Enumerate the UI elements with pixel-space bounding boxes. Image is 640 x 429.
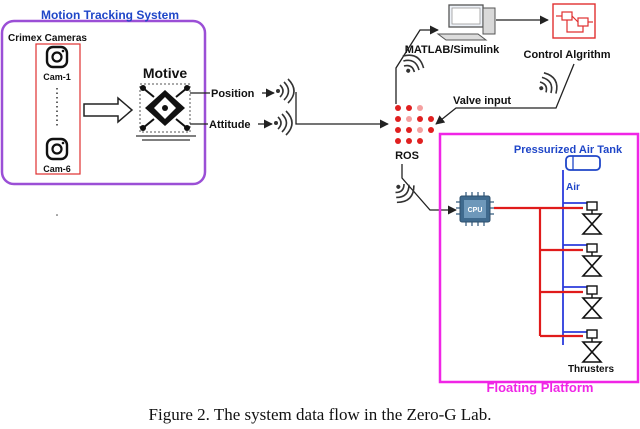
control-wires [494, 206, 583, 338]
cam-first-label: Cam-1 [43, 72, 71, 82]
thruster-valve-icon [582, 243, 602, 277]
thrusters-label: Thrusters [568, 364, 615, 375]
thruster-valve-icon [582, 201, 602, 235]
control-diagram-icon [552, 3, 596, 39]
computer-icon [436, 4, 496, 41]
motion-tracking-system: Motion Tracking System Crimex Cameras Ca… [0, 8, 207, 186]
air-label: Air [566, 182, 580, 193]
cpu-label: CPU [468, 207, 483, 214]
floating-platform: Floating Platform Pressurized Air Tank A… [438, 132, 640, 395]
thruster-valve-icon [582, 329, 602, 363]
motive-logo-icon [140, 85, 190, 131]
motion-system-border [0, 19, 207, 186]
position-label: Position [211, 88, 255, 100]
stray-dot [56, 214, 58, 216]
motion-system-title: Motion Tracking System [41, 8, 179, 22]
air-tank-icon [565, 155, 601, 171]
attitude-label: Attitude [209, 119, 251, 131]
wireless-icon [273, 110, 293, 136]
cam-last-label: Cam-6 [43, 164, 71, 174]
platform-border [438, 132, 640, 384]
matlab-label: MATLAB/Simulink [405, 44, 500, 56]
tank-label: Pressurized Air Tank [514, 144, 623, 156]
hollow-arrow-icon [83, 96, 134, 124]
wireless-icon [275, 78, 295, 104]
wireless-icon [532, 69, 562, 101]
wireless-icon [387, 176, 419, 208]
control-label: Control Algrithm [524, 49, 611, 61]
ros-logo-icon [395, 105, 434, 144]
cameras-group-border [35, 43, 81, 175]
position-flow: Position [190, 78, 389, 129]
cameras-label: Crimex Cameras [8, 33, 87, 44]
control-to-ros-flow: Valve input [435, 63, 575, 125]
thruster-valve-icon [582, 285, 602, 319]
ros-node: ROS [395, 105, 434, 162]
cpu-icon [456, 192, 494, 226]
ros-to-matlab-flow [395, 25, 439, 104]
attitude-flow: Attitude [190, 110, 293, 136]
motive-block: Motive [136, 65, 196, 141]
valve-input-label: Valve input [453, 95, 511, 107]
camera-icon [45, 137, 69, 161]
motive-label: Motive [143, 65, 188, 81]
camera-icon [45, 45, 69, 69]
figure-caption: Figure 2. The system data flow in the Ze… [148, 405, 492, 424]
ros-to-cpu-flow [387, 164, 457, 215]
platform-title: Floating Platform [487, 380, 594, 395]
ros-label: ROS [395, 150, 419, 162]
